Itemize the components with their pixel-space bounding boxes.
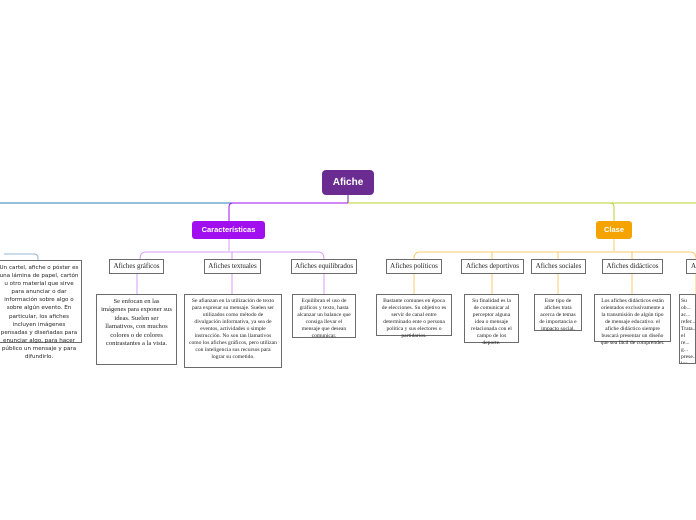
subtopic-afiches-partial[interactable]: A	[686, 259, 696, 274]
leaf-afiches-sociales[interactable]: Este tipo de afiches trata acerca de tem…	[534, 294, 582, 332]
leaf-afiches-textuales[interactable]: Se afianzan en la utilización de texto p…	[184, 294, 282, 368]
topic-caracteristicas[interactable]: Características	[192, 221, 265, 239]
subtopic-afiches-textuales[interactable]: Afiches textuales	[204, 259, 261, 274]
leaf-afiches-graficos[interactable]: Se enfocan en las imágenes para exponer …	[96, 294, 177, 365]
leaf-afiches-politicos[interactable]: Bastante comunes en época de elecciones.…	[376, 294, 452, 339]
subtopic-afiches-equilibrados[interactable]: Afiches equilibrados	[291, 259, 357, 274]
subtopic-afiches-deportivos[interactable]: Afiches deportivos	[461, 259, 524, 274]
subtopic-afiches-didacticos[interactable]: Afiches didácticos	[602, 259, 663, 274]
leaf-afiches-partial[interactable]: Su ob... ac... refer... Trata... el re..…	[679, 294, 696, 364]
leaf-afiches-didacticos[interactable]: Los afiches didácticos están orientados …	[594, 294, 671, 346]
subtopic-afiches-graficos[interactable]: Afiches gráficos	[109, 259, 164, 274]
root-topic[interactable]: Afiche	[322, 170, 374, 195]
subtopic-afiches-politicos[interactable]: Afiches políticos	[386, 259, 442, 274]
topic-clase[interactable]: Clase	[596, 221, 632, 239]
definition-box[interactable]: Un cartel, afiche o póster es una lámina…	[0, 260, 82, 360]
leaf-afiches-equilibrados[interactable]: Equilibran el uso de gráficos y texto, h…	[292, 294, 356, 339]
leaf-afiches-deportivos[interactable]: Su finalidad es la de comunicar al perce…	[464, 294, 519, 346]
subtopic-afiches-sociales[interactable]: Afiches sociales	[531, 259, 586, 274]
